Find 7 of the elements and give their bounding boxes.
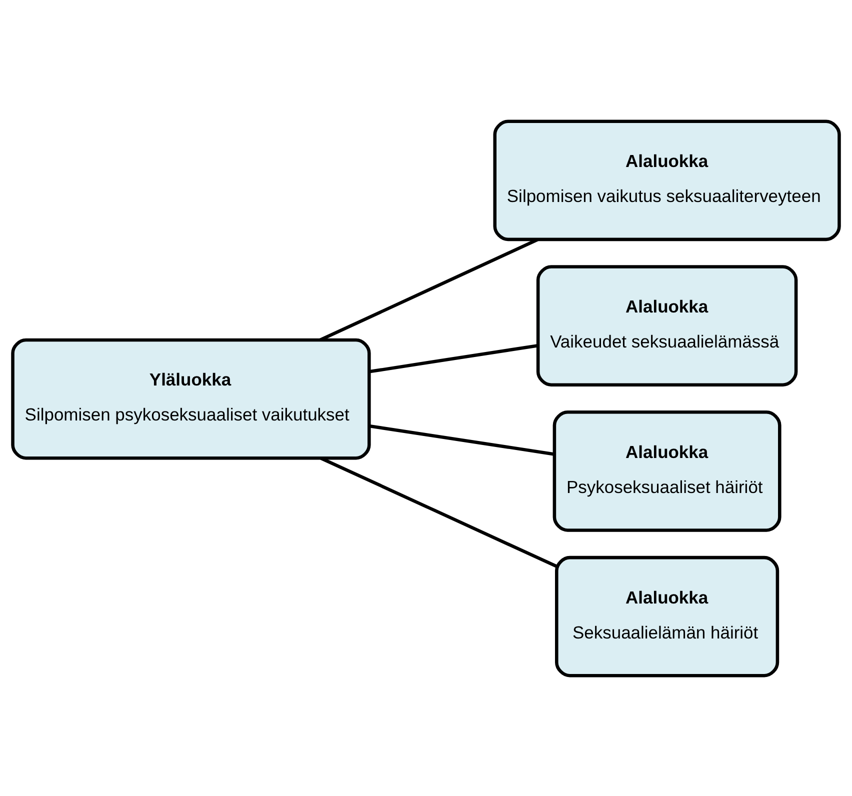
node-box: Yläluokka Silpomisen psykoseksuaaliset vaikutukset (11, 338, 371, 460)
node-box: Alaluokka Psykoseksuaaliset häiriöt (552, 410, 782, 532)
node-box: Alaluokka Vaikeudet seksuaalielämässä (536, 264, 798, 386)
node-box: Alaluokka Silpomisen vaikutus seksuaaliterveyteen (493, 119, 841, 241)
connector (368, 424, 555, 456)
node-box: Alaluokka Seksuaalielämän häiriöt (555, 555, 780, 677)
connector (368, 343, 538, 373)
